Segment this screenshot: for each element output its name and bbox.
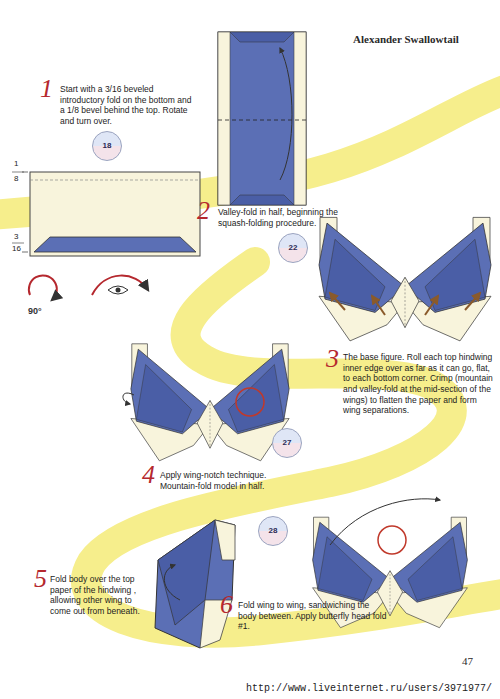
instruction-text: Start with a 3/16 beveled introductory f… bbox=[60, 84, 195, 127]
instruction-text: The base figure. Roll each top hindwing … bbox=[343, 352, 493, 416]
callout-circle: 22 bbox=[278, 233, 308, 263]
step-number: 2 bbox=[197, 198, 210, 224]
callout-number: 22 bbox=[279, 234, 307, 262]
watermark: http://www.liveinternet.ru/users/3971977… bbox=[246, 683, 492, 694]
dimension: 1 bbox=[14, 160, 18, 168]
instruction-text: Fold wing to wing, sandwiching the body … bbox=[238, 600, 388, 632]
instruction-text: Fold body over the top paper of the hind… bbox=[50, 574, 150, 617]
callout-circle: 27 bbox=[272, 428, 302, 458]
page-title: Alexander Swallowtail bbox=[353, 33, 459, 45]
callout-circle: 18 bbox=[92, 131, 122, 161]
callout-number: 18 bbox=[93, 132, 121, 160]
dimension: 3 bbox=[14, 233, 18, 241]
instruction-text: Apply wing-notch technique. Mountain-fol… bbox=[160, 470, 295, 491]
page-number: 47 bbox=[462, 655, 473, 667]
step-number: 4 bbox=[142, 462, 155, 488]
rotation-label: 90° bbox=[28, 306, 42, 316]
step-number: 5 bbox=[34, 566, 47, 592]
dimension: 16 bbox=[12, 245, 21, 253]
dimension: 8 bbox=[14, 175, 18, 183]
callout-number: 28 bbox=[259, 517, 287, 545]
step-number: 1 bbox=[40, 76, 53, 102]
callout-number: 27 bbox=[273, 429, 301, 457]
callout-circle: 28 bbox=[258, 516, 288, 546]
step-number: 3 bbox=[326, 346, 339, 372]
step-number: 6 bbox=[220, 592, 233, 618]
instruction-text: Valley-fold in half, beginning the squas… bbox=[218, 207, 368, 228]
